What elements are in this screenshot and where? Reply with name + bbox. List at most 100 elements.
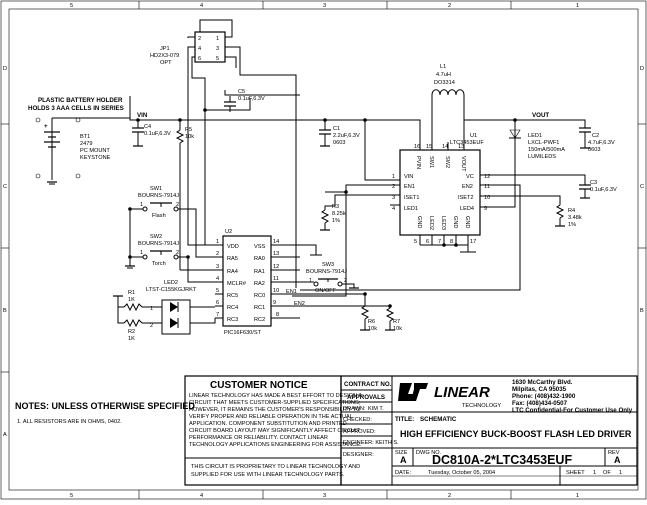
u1-pin-name: EN2 [462,184,473,190]
en1-net-label: EN1 [286,289,297,295]
u1-pin-name: LED3 [440,216,446,230]
c2-capacitor: C2 4.7uF,6.3V 0603 [579,127,615,153]
r3-value: 8.25k [332,211,346,217]
r7-value: 10k [393,326,402,332]
u1-pin-name: ISET1 [404,195,420,201]
u2-pin-name: RC1 [254,305,265,311]
battery-note: HOLDS 3 AAA CELLS IN SERIES [28,105,124,112]
r3-resistor: R3 8.25k 1% [320,204,346,231]
sw1-pin: 2 [176,202,179,208]
r7-resistor: R7 10k [385,306,402,332]
u1-pin-name: VIN [404,174,413,180]
zone-number: 1 [576,3,579,9]
u1-pin-name: LED2 [428,216,434,230]
c5-ref: C5 [238,89,245,95]
u1-pin-num: 16 [414,144,420,150]
u1-pin-num: 17 [470,239,476,245]
sw3-part: BOURNS-7914J [306,269,347,275]
zone-number: 2 [448,3,451,9]
battery-plus: + [44,123,48,130]
zone-number: 3 [323,493,326,499]
c4-value: 0.1uF,6.3V [144,131,171,137]
address-line: Phone: (408)432-1900 [512,393,576,400]
approvals-label: APPROVALS [347,394,385,401]
jp1-pin: 3 [216,46,219,52]
u1-pin-name: SW1 [428,156,434,168]
zone-letter: C [3,184,7,190]
u2-pin-name: RA5 [227,256,238,262]
r1-ref: R1 [128,290,135,296]
sheet-total: 1 [619,470,622,476]
r5-ref: R5 [185,127,192,133]
r2-ref: R2 [128,329,135,335]
u2-pin-num: 6 [216,300,219,306]
l1-value: 4.7uH [436,72,451,78]
zone-letter: B [3,308,7,314]
sw1-part: BOURNS-7914J [138,193,179,199]
sw2-ref: SW2 [150,234,162,240]
sheet-of: OF [603,470,611,476]
bt1-part: 2479 [80,141,92,147]
u1-pin-num: 2 [392,184,395,190]
u1-pin-num: 14 [442,144,448,150]
sheet-label: SHEET [566,470,585,476]
sw1-switch: SW1 BOURNS-7914J 1 2 Flash [138,186,179,219]
customer-notice-line: LINEAR TECHNOLOGY HAS MADE A BEST EFFORT… [189,393,362,399]
r3-ref: R3 [332,204,339,210]
c1-size: 0603 [333,140,345,146]
c1-capacitor: C1 2.2uF,6.3V 0603 [319,120,360,147]
c3-ref: C3 [590,180,597,186]
u2-pin-name: RC0 [254,293,265,299]
u2-pin-name: RA4 [227,269,238,275]
l1-ref: L1 [440,64,446,70]
u1-pin-num: 7 [438,239,441,245]
jp1-ref: JP1 [160,46,170,52]
c2-size: 0603 [588,147,600,153]
u2-pin-name: RC3 [227,317,238,323]
approved-label: APPROVED: [343,429,376,435]
u2-pin-name: MCLR# [227,281,247,287]
r4-value: 3.48k [568,215,582,221]
c5-capacitor: C5 0.1uF,6.3V [224,89,265,112]
c3-capacitor: C3 0.1uF,6.3V [579,180,617,199]
u1-pin-num: 11 [484,184,490,190]
zone-letter: D [640,66,644,72]
u1-ref: U1 [470,133,477,139]
led2-part: LTST-C155KGJRKT [146,287,197,293]
sw3-switch: SW3 BOURNS-7914J 1 2 ON/OFF [306,262,347,294]
c3-value: 0.1uF,6.3V [590,187,617,193]
designer-label: DESIGNER: [343,452,374,458]
u1-pin-num: 15 [426,144,432,150]
size-label: SIZE [395,450,408,456]
zone-number: 5 [70,3,73,9]
c4-capacitor: C4 0.1uF,6.3V [132,120,171,147]
sw1-pin: 1 [140,202,143,208]
sw2-pin: 1 [140,250,143,256]
u1-pin-name: GND [416,216,422,228]
zone-number: 4 [200,3,203,9]
r6-value: 10k [368,326,377,332]
r1-resistor: R1 1K [123,290,143,312]
drawn-value: KIM T. [368,406,384,412]
u2-pin-num: 7 [216,312,219,318]
u1-pin-num: 3 [392,195,395,201]
address-line: Fax: (408)434-0507 [512,400,568,407]
zone-number: 5 [70,493,73,499]
u1-pin-num: 12 [484,174,490,180]
engineer-label: ENGINEER: KEITH S. [343,440,399,446]
u1-pin-num: 8 [450,239,453,245]
customer-notice-line: APPLICATION. COMPONENT SUBSTITUTION AND … [189,421,347,427]
jp1-part: HD2X3-079 [150,53,179,59]
u2-ref: U2 [225,229,232,235]
notes-item: 1. ALL RESISTORS ARE IN OHMS, 0402. [17,419,122,425]
u1-pin-name: GND [464,216,470,228]
bt1-mount: PC MOUNT [80,148,110,154]
customer-notice-line: PERFORMANCE OR RELIABILITY. CONTACT LINE… [189,435,328,441]
c4-ref: C4 [144,124,151,130]
vin-net-label: VIN [137,112,148,119]
led2-ref: LED2 [164,280,178,286]
jp1-opt: OPT [160,60,172,66]
u1-pin-num: 10 [484,195,490,201]
customer-notice-footer: THIS CIRCUIT IS PROPRIETARY TO LINEAR TE… [191,464,360,470]
u1-pin-name: PVIN [415,156,421,169]
